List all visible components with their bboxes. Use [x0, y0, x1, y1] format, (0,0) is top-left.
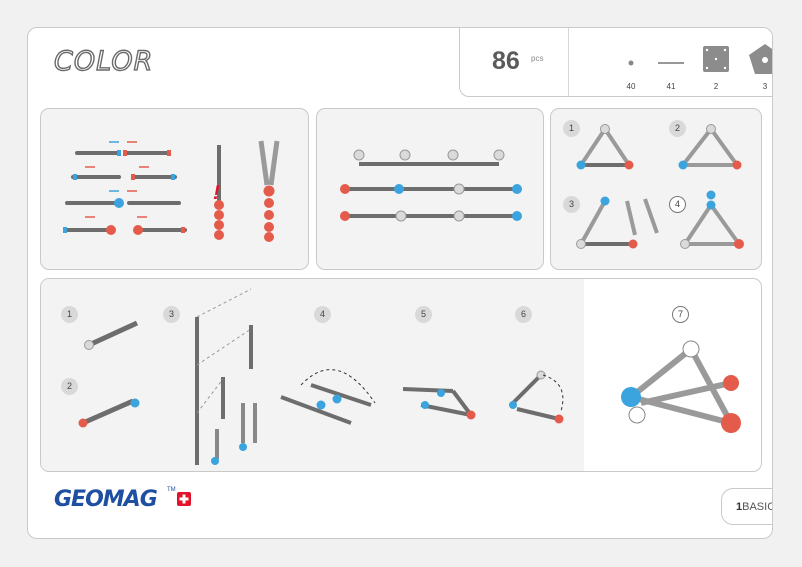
- square-panel-icon: [703, 46, 729, 72]
- step-badge-4: 4: [669, 196, 686, 213]
- build-step-badge-5: 5: [415, 306, 432, 323]
- instruction-sheet: COLOR 86 pcs 40 41 2 3: [27, 27, 773, 539]
- level-label: BASIC: [742, 501, 773, 513]
- rod-connection-illustration: !: [63, 140, 280, 242]
- ball-row-illustration: [340, 149, 522, 222]
- brand-logo: GEOMAG TM: [54, 487, 191, 512]
- panel-ball-rows: [316, 108, 544, 270]
- piece-ball-count: 40: [626, 82, 636, 91]
- panel-build-steps: 1 2 3 4 5 6 7: [40, 278, 762, 472]
- panel-triangles: 1 2 3 4: [550, 108, 762, 270]
- step-badge-2: 2: [669, 120, 686, 137]
- build-steps-illustration: [78, 288, 741, 465]
- product-title: COLOR: [53, 45, 154, 77]
- level-badge: 1BASIC: [721, 488, 773, 525]
- build-step-badge-2: 2: [61, 378, 78, 395]
- piece-rod-count: 41: [666, 82, 676, 91]
- piece-pentagon: 3: [745, 41, 772, 91]
- ball-icon: [628, 60, 634, 66]
- step-badge-1: 1: [563, 120, 580, 137]
- build-step-badge-6: 6: [515, 306, 532, 323]
- rod-icon: [658, 62, 684, 64]
- piece-rod: 41: [651, 41, 691, 91]
- build-step-badge-1: 1: [61, 306, 78, 323]
- brand-name: GEOMAG: [54, 487, 158, 512]
- piece-ball: 40: [611, 41, 651, 91]
- piece-pentagon-count: 3: [762, 82, 768, 91]
- piece-square: 2: [696, 41, 736, 91]
- panel-rod-connections: !: [40, 108, 309, 270]
- step-badge-3: 3: [563, 196, 580, 213]
- piece-unit: pcs: [531, 54, 544, 63]
- piece-count: 86: [492, 47, 520, 75]
- build-step-badge-7: 7: [672, 306, 689, 323]
- build-step-badge-3: 3: [163, 306, 180, 323]
- steps-background: [41, 279, 584, 471]
- pentagon-panel-icon: [749, 44, 772, 74]
- swiss-flag-icon: [177, 492, 191, 506]
- level-number: 1: [736, 501, 743, 513]
- divider: [568, 28, 569, 96]
- piece-count-tab: 86 pcs 40 41 2 3: [459, 28, 772, 97]
- level-text: 1BASIC: [736, 501, 773, 513]
- triangle-illustration: [576, 124, 744, 249]
- build-step-badge-4: 4: [314, 306, 331, 323]
- svg-text:!: !: [211, 182, 222, 204]
- trademark: TM: [167, 487, 176, 493]
- piece-square-count: 2: [713, 82, 719, 91]
